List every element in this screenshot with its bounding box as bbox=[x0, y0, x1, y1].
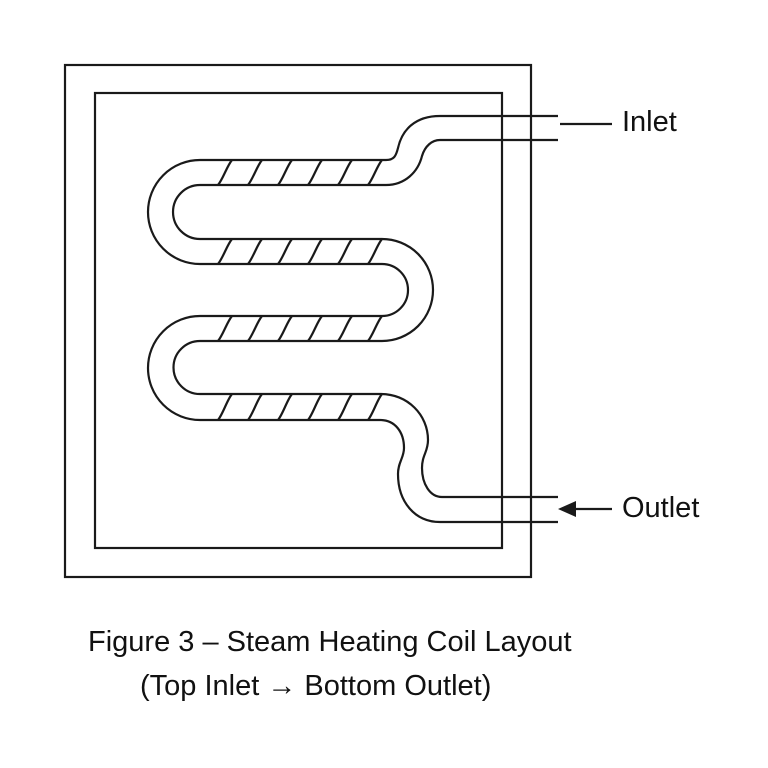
coil-pipe-outline-b bbox=[171, 138, 558, 499]
outlet-label: Outlet bbox=[622, 492, 700, 524]
coil-pipe-outline-a bbox=[146, 114, 558, 524]
outlet-arrow-icon bbox=[558, 501, 576, 517]
hatch-mark bbox=[247, 238, 263, 265]
hatch-mark bbox=[217, 238, 233, 265]
inner-casing bbox=[93, 91, 504, 550]
inlet-label: Inlet bbox=[622, 106, 677, 138]
hatch-mark bbox=[217, 315, 233, 342]
hatch-mark bbox=[247, 393, 263, 421]
outer-casing bbox=[63, 63, 533, 579]
hatch-mark bbox=[247, 159, 263, 186]
hatch-mark bbox=[307, 315, 323, 342]
figure-caption-subtitle: (Top Inlet → Bottom Outlet) bbox=[140, 670, 492, 702]
hatch-mark bbox=[307, 393, 323, 421]
hatch-mark bbox=[247, 315, 263, 342]
hatch-mark bbox=[367, 315, 383, 342]
hatch-mark bbox=[337, 238, 353, 265]
fin-hatching bbox=[217, 159, 383, 421]
hatch-mark bbox=[277, 159, 293, 186]
hatch-mark bbox=[307, 238, 323, 265]
hatch-mark bbox=[367, 393, 383, 421]
hatch-mark bbox=[337, 315, 353, 342]
hatch-mark bbox=[337, 393, 353, 421]
hatch-mark bbox=[217, 393, 233, 421]
figure-caption-title: Figure 3 – Steam Heating Coil Layout bbox=[88, 626, 572, 658]
hatch-mark bbox=[217, 159, 233, 186]
hatch-mark bbox=[277, 393, 293, 421]
hatch-mark bbox=[367, 159, 383, 186]
hatch-mark bbox=[277, 238, 293, 265]
hatch-mark bbox=[367, 238, 383, 265]
hatch-mark bbox=[307, 159, 323, 186]
hatch-mark bbox=[277, 315, 293, 342]
hatch-mark bbox=[337, 159, 353, 186]
